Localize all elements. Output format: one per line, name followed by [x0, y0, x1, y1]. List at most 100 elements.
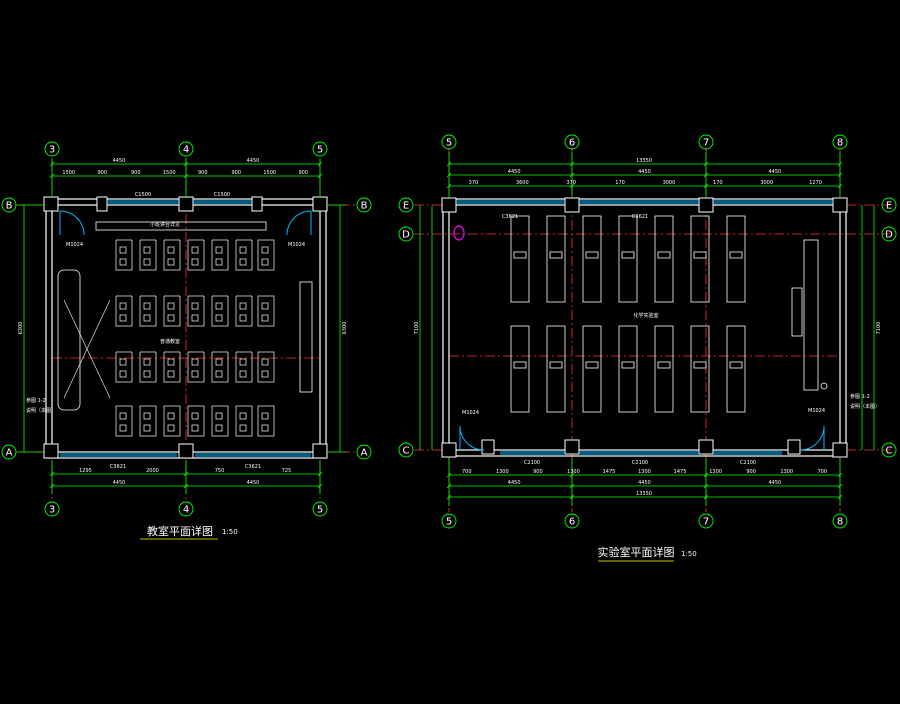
sink-2-1: [585, 361, 599, 369]
seat-1-2-b: [167, 314, 175, 322]
lab-axis-right-D: D: [885, 230, 893, 241]
sink-0-1: [513, 361, 527, 369]
desk-1-0: [115, 295, 133, 327]
seat-2-1-b: [143, 370, 151, 378]
lab-door-label-left: M1024: [462, 410, 479, 416]
bench-0-0: [510, 215, 530, 303]
seat-2-5-b: [239, 370, 247, 378]
lab-axis-left-D: D: [402, 230, 410, 241]
classroom-axis-right-B-circle: [356, 197, 372, 213]
sink-6-1: [729, 361, 743, 369]
lab-scale: 1:50: [681, 550, 697, 558]
seat-1-6-a: [261, 302, 269, 310]
classroom-dim-top-7: 1500: [263, 170, 276, 176]
lab-dim-top-6: 170: [713, 180, 723, 186]
seat-1-3-a: [191, 302, 199, 310]
seat-0-0-a: [119, 246, 127, 254]
lab-axis-top-8: 8: [837, 138, 843, 149]
lab-dim-bottom-4: 1300: [567, 469, 580, 475]
desk-2-2: [163, 351, 181, 383]
desk-1-3: [187, 295, 205, 327]
lab-tick-0-5: [446, 494, 452, 500]
lab-axis-right-C-circle: [881, 442, 897, 458]
lab-dim-ticks: [446, 161, 843, 500]
desk-1-1: [139, 295, 157, 327]
lab-dim-right-total: 7100: [876, 322, 882, 335]
lab-tick-0-2: [446, 183, 452, 189]
classroom-door-label-left: M1024: [66, 242, 83, 248]
classroom-door-label-right: M1024: [288, 242, 305, 248]
sink-2-0: [585, 251, 599, 259]
lab-tick-2-5: [703, 494, 709, 500]
lab-dim-bottom-10: 1300: [780, 469, 793, 475]
desk-0-6: [257, 239, 275, 271]
classroom-tick-0-2: [49, 471, 55, 477]
seat-0-5-a: [239, 246, 247, 254]
seat-2-6-b: [261, 370, 269, 378]
desk-2-6: [257, 351, 275, 383]
classroom-window-label-top-1: C1500: [135, 192, 151, 198]
classroom-dim-right-total: 6300: [342, 322, 348, 335]
lab-tick-2-1: [703, 172, 709, 178]
classroom-room-label: 普通教室: [160, 338, 180, 345]
desk-2-0: [115, 351, 133, 383]
classroom-axis-bottom-3: 3: [49, 505, 55, 516]
desk-2-1: [139, 351, 157, 383]
classroom-dim-bottom-3: 750: [215, 468, 225, 474]
desk-1-5: [235, 295, 253, 327]
lab-tick-2-0: [703, 161, 709, 167]
classroom-dim-bottom-4: 725: [282, 468, 292, 474]
lab-tick-1-5: [569, 494, 575, 500]
seat-3-1-b: [143, 424, 151, 432]
lab-dim-bottom-11: 700: [817, 469, 827, 475]
classroom-dim-top-4: 1500: [163, 170, 176, 176]
lab-dim-bottom-sub-1: 4450: [508, 480, 521, 486]
bench-4-1: [654, 325, 674, 413]
desk-1-6: [257, 295, 275, 327]
classroom-tick-2-1: [317, 173, 323, 179]
lab-axis-top-7-circle: [698, 134, 714, 150]
seat-3-1-a: [143, 412, 151, 420]
lab-tick-3-3: [837, 472, 843, 478]
classroom-axis-left-B-circle: [1, 197, 17, 213]
lab-dim-bottom-sub-2: 4450: [638, 480, 651, 486]
seat-0-1-a: [143, 246, 151, 254]
classroom-axis-top-4-circle: [178, 141, 194, 157]
lab-doors: [459, 425, 825, 451]
lab-dim-top-sub-3: 4450: [768, 169, 781, 175]
seat-3-3-a: [191, 412, 199, 420]
lab-tick-0-1: [446, 172, 452, 178]
seat-0-4-a: [215, 246, 223, 254]
classroom-tick-1-2: [183, 471, 189, 477]
lab-dim-top-total: 13350: [636, 158, 652, 164]
lab-dim-bottom-sub-3: 4450: [768, 480, 781, 486]
lab-side-bench: [791, 239, 828, 391]
seat-3-4-b: [215, 424, 223, 432]
desk-3-1: [139, 405, 157, 437]
lab-tick-2-2: [703, 183, 709, 189]
desk-3-4: [211, 405, 229, 437]
lab-axis-top-6-circle: [564, 134, 580, 150]
lab-dim-bottom-3: 900: [533, 469, 543, 475]
lab-tick-3-1: [837, 172, 843, 178]
classroom-axis-right-B: B: [361, 201, 368, 212]
lab-axis-bottom-5-circle: [441, 513, 457, 529]
desk-1-4: [211, 295, 229, 327]
classroom-dim-top-1: 1500: [62, 170, 75, 176]
bench-0-1: [510, 325, 530, 413]
classroom-tick-2-2: [317, 471, 323, 477]
seat-0-3-b: [191, 258, 199, 266]
desk-3-3: [187, 405, 205, 437]
lab-highlight-marker: [453, 225, 465, 241]
classroom-dim-top-total-1: 4450: [113, 158, 126, 164]
desk-0-5: [235, 239, 253, 271]
classroom-axis-top-5-circle: [312, 141, 328, 157]
lab-door-label-right: M1024: [808, 408, 825, 414]
classroom-window-label-bottom-2: C3621: [245, 464, 261, 470]
classroom-desks: [115, 239, 275, 437]
classroom-title: 教室平面详图: [147, 524, 213, 538]
classroom-note-1: 小班讲台详见: [150, 221, 180, 228]
